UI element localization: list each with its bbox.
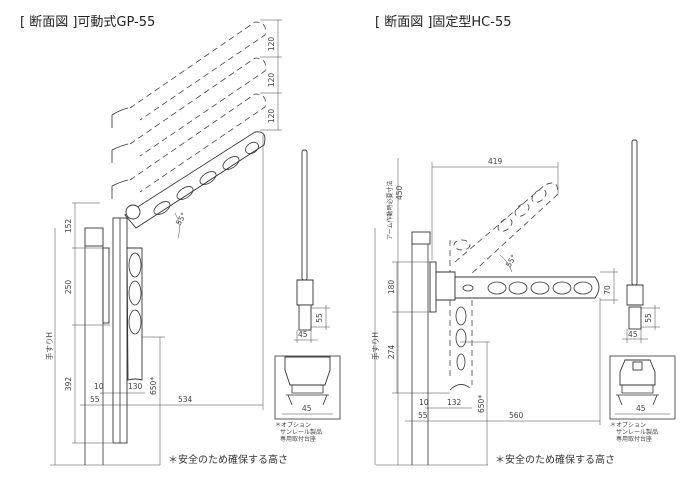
option-note-1: ＊オプション (275, 422, 311, 429)
arm-swing-positions (449, 182, 558, 391)
dim-560: 560 (509, 411, 524, 420)
footnote-gp55: ＊安全のため確保する高さ (168, 453, 288, 466)
title-hc55: [ 断面図 ]固定型HC-55 (375, 15, 512, 30)
arm-raised (124, 131, 266, 229)
diagram-gp55: [ 断面図 ]可動式GP-55 120 120 120 55° (20, 15, 341, 466)
dim-55: 55 (418, 411, 428, 420)
clearance-label: アーム作動時必要寸法 (386, 181, 394, 240)
dim-650: 650* (149, 377, 158, 395)
title-gp55: [ 断面図 ]可動式GP-55 (20, 15, 155, 30)
dim-10: 10 (419, 398, 429, 407)
dim-70: 70 (603, 285, 612, 295)
dim-10: 10 (94, 382, 104, 391)
pole-side-view: 55 45 (294, 149, 330, 343)
option-note-2: サンレール製品 (280, 428, 322, 436)
pole-side-view: 55 45 (622, 139, 660, 343)
option-note-3: 専用取付台座 (280, 435, 316, 443)
pole-dim-55: 55 (315, 313, 324, 323)
dim-180: 180 (387, 280, 396, 295)
angle-55: 55° (504, 253, 519, 269)
option-note-1: ＊オプション (610, 422, 646, 429)
dim-650: 650* (477, 395, 486, 413)
footnote-hc55: ＊安全のため確保する高さ (495, 453, 615, 466)
dim-392: 392 (64, 377, 73, 392)
pole-dim-45: 45 (298, 330, 308, 339)
dim-250: 250 (64, 280, 73, 295)
option-note-2: サンレール製品 (616, 428, 658, 436)
detail-dim-45: 45 (302, 404, 312, 413)
dim-120-1: 120 (267, 37, 276, 52)
option-note-3: 専用取付台座 (616, 435, 652, 443)
pole-dim-45: 45 (628, 330, 638, 339)
dim-450: 450 (395, 185, 404, 200)
dim-handrail-h: 手すりH (44, 332, 54, 360)
dim-120-2: 120 (267, 73, 276, 88)
dim-55: 55 (90, 395, 100, 404)
bracket-and-post (411, 231, 456, 465)
detail-dim-45: 45 (636, 404, 646, 413)
diagram-hc55: [ 断面図 ]固定型HC-55 419 アーム作動時必要寸法 450 (370, 15, 676, 466)
mount-detail-box: 45 (274, 355, 341, 420)
arm-fixed (454, 276, 600, 299)
dim-534: 534 (178, 395, 193, 404)
dim-132: 132 (447, 398, 462, 407)
angle-55: 55° (174, 211, 189, 227)
arm-swing-positions (111, 21, 266, 199)
dim-handrail-h: 手すりH (370, 332, 380, 360)
bracket-and-post (84, 217, 143, 465)
dim-130: 130 (128, 382, 143, 391)
dim-419: 419 (488, 157, 503, 166)
mount-detail-box: 45 (609, 355, 676, 420)
dim-152: 152 (64, 219, 73, 234)
pole-dim-55: 55 (644, 313, 653, 323)
dim-274: 274 (387, 345, 396, 360)
dim-120-3: 120 (267, 109, 276, 124)
